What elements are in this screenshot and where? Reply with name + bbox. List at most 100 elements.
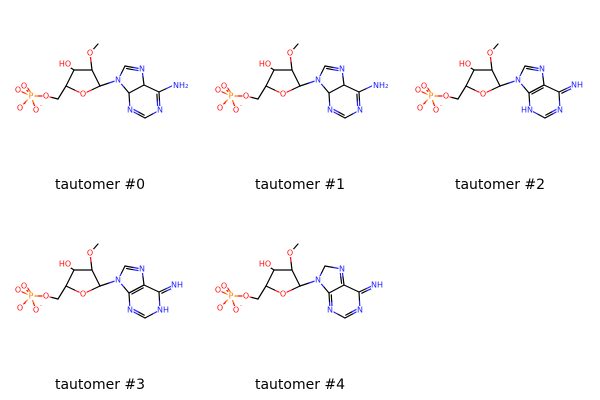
bond xyxy=(257,85,267,100)
nitrogen-atom: N xyxy=(127,106,133,115)
nitrogen-atom: N xyxy=(357,306,363,315)
atom-label-background xyxy=(242,92,250,100)
atom-label-background xyxy=(259,260,271,268)
double-bond xyxy=(544,113,554,119)
atom-label-background xyxy=(432,106,440,114)
bond xyxy=(343,284,360,293)
oxygen-atom: O xyxy=(43,292,49,301)
nitrogen-atom: N xyxy=(127,306,133,315)
bond xyxy=(128,84,145,94)
atom-label-background xyxy=(220,282,228,290)
bond xyxy=(343,84,360,93)
atom-label-background xyxy=(156,106,164,114)
bond xyxy=(143,84,160,93)
bond xyxy=(128,292,131,303)
nitrogen-atom: N xyxy=(515,76,521,85)
tautomer-caption: tautomer #3 xyxy=(54,377,146,393)
atom-label-background xyxy=(86,249,94,257)
atom-label-background xyxy=(514,76,522,84)
oxygen-atom: O xyxy=(33,306,39,315)
bond xyxy=(328,84,345,94)
nitrogen-atom: N xyxy=(539,65,545,74)
charge-minus: - xyxy=(40,303,42,309)
nitrogen-atom: N xyxy=(139,265,145,274)
bond xyxy=(491,69,501,87)
atom-label-background xyxy=(42,92,50,100)
bond xyxy=(291,269,301,287)
methoxy-oxygen-atom: O xyxy=(87,49,93,58)
ring-oxygen-atom: O xyxy=(80,290,86,299)
double-bond xyxy=(561,89,569,94)
oxygen-atom: O xyxy=(215,286,221,295)
bond xyxy=(543,84,560,93)
charge-minus: - xyxy=(440,103,442,109)
bond xyxy=(143,284,160,293)
bond xyxy=(99,282,110,287)
bond xyxy=(290,285,301,291)
double-bond xyxy=(550,108,558,113)
atom-label-background xyxy=(42,292,50,300)
double-bond xyxy=(326,67,334,71)
bond xyxy=(328,92,331,103)
bond xyxy=(322,85,330,94)
methoxy-oxygen-atom: O xyxy=(287,49,293,58)
bond xyxy=(142,76,145,86)
nitrogen-atom: N xyxy=(339,65,345,74)
bond xyxy=(542,76,545,86)
atom-label-background xyxy=(571,81,583,89)
atom-label-background xyxy=(486,49,494,57)
bond xyxy=(265,69,275,87)
double-bond xyxy=(328,292,331,303)
double-bond xyxy=(528,84,545,94)
double-bond xyxy=(524,65,535,69)
atom-label-background xyxy=(214,86,222,94)
oxygen-atom: O xyxy=(33,106,39,115)
bond xyxy=(144,113,154,119)
atom-label-background xyxy=(338,265,346,273)
bond xyxy=(358,87,368,93)
charge-minus: - xyxy=(40,103,42,109)
atom-label-background xyxy=(216,104,224,112)
atom-label-background xyxy=(220,82,228,90)
bond xyxy=(158,87,168,93)
tautomer-caption: tautomer #2 xyxy=(454,177,546,193)
bond xyxy=(265,285,276,291)
atom-label-background xyxy=(16,304,24,312)
bond xyxy=(457,85,467,100)
bond xyxy=(144,313,154,319)
double-bond xyxy=(558,87,568,93)
atom-label-background xyxy=(242,292,250,300)
atom-label-background xyxy=(114,76,122,84)
atom-label-background xyxy=(14,86,22,94)
bond xyxy=(290,260,293,271)
atom-label-background xyxy=(279,290,287,298)
ring-oxygen-atom: O xyxy=(280,90,286,99)
bond xyxy=(91,269,101,287)
bond xyxy=(320,265,326,274)
atom-label-background xyxy=(314,276,322,284)
atom-label-background xyxy=(27,292,35,300)
double-bond xyxy=(158,91,161,102)
oxygen-atom: O xyxy=(433,106,439,115)
oxygen-atom: O xyxy=(443,92,449,101)
oxygen-atom: O xyxy=(233,106,239,115)
atom-label-background xyxy=(372,81,384,89)
atom-label-background xyxy=(279,90,287,98)
atom-label-background xyxy=(326,306,334,314)
double-bond xyxy=(350,308,358,313)
bond xyxy=(90,285,101,291)
atom-label-background xyxy=(356,106,364,114)
double-bond xyxy=(136,113,146,119)
bond xyxy=(336,313,346,319)
atom-label-background xyxy=(16,104,24,112)
bond xyxy=(451,96,459,100)
bond xyxy=(90,85,101,91)
double-bond xyxy=(545,111,553,116)
hydroxyl-group: HO xyxy=(59,260,71,269)
bond xyxy=(120,265,126,274)
bond xyxy=(328,284,345,294)
oxygen-atom: O xyxy=(215,86,221,95)
